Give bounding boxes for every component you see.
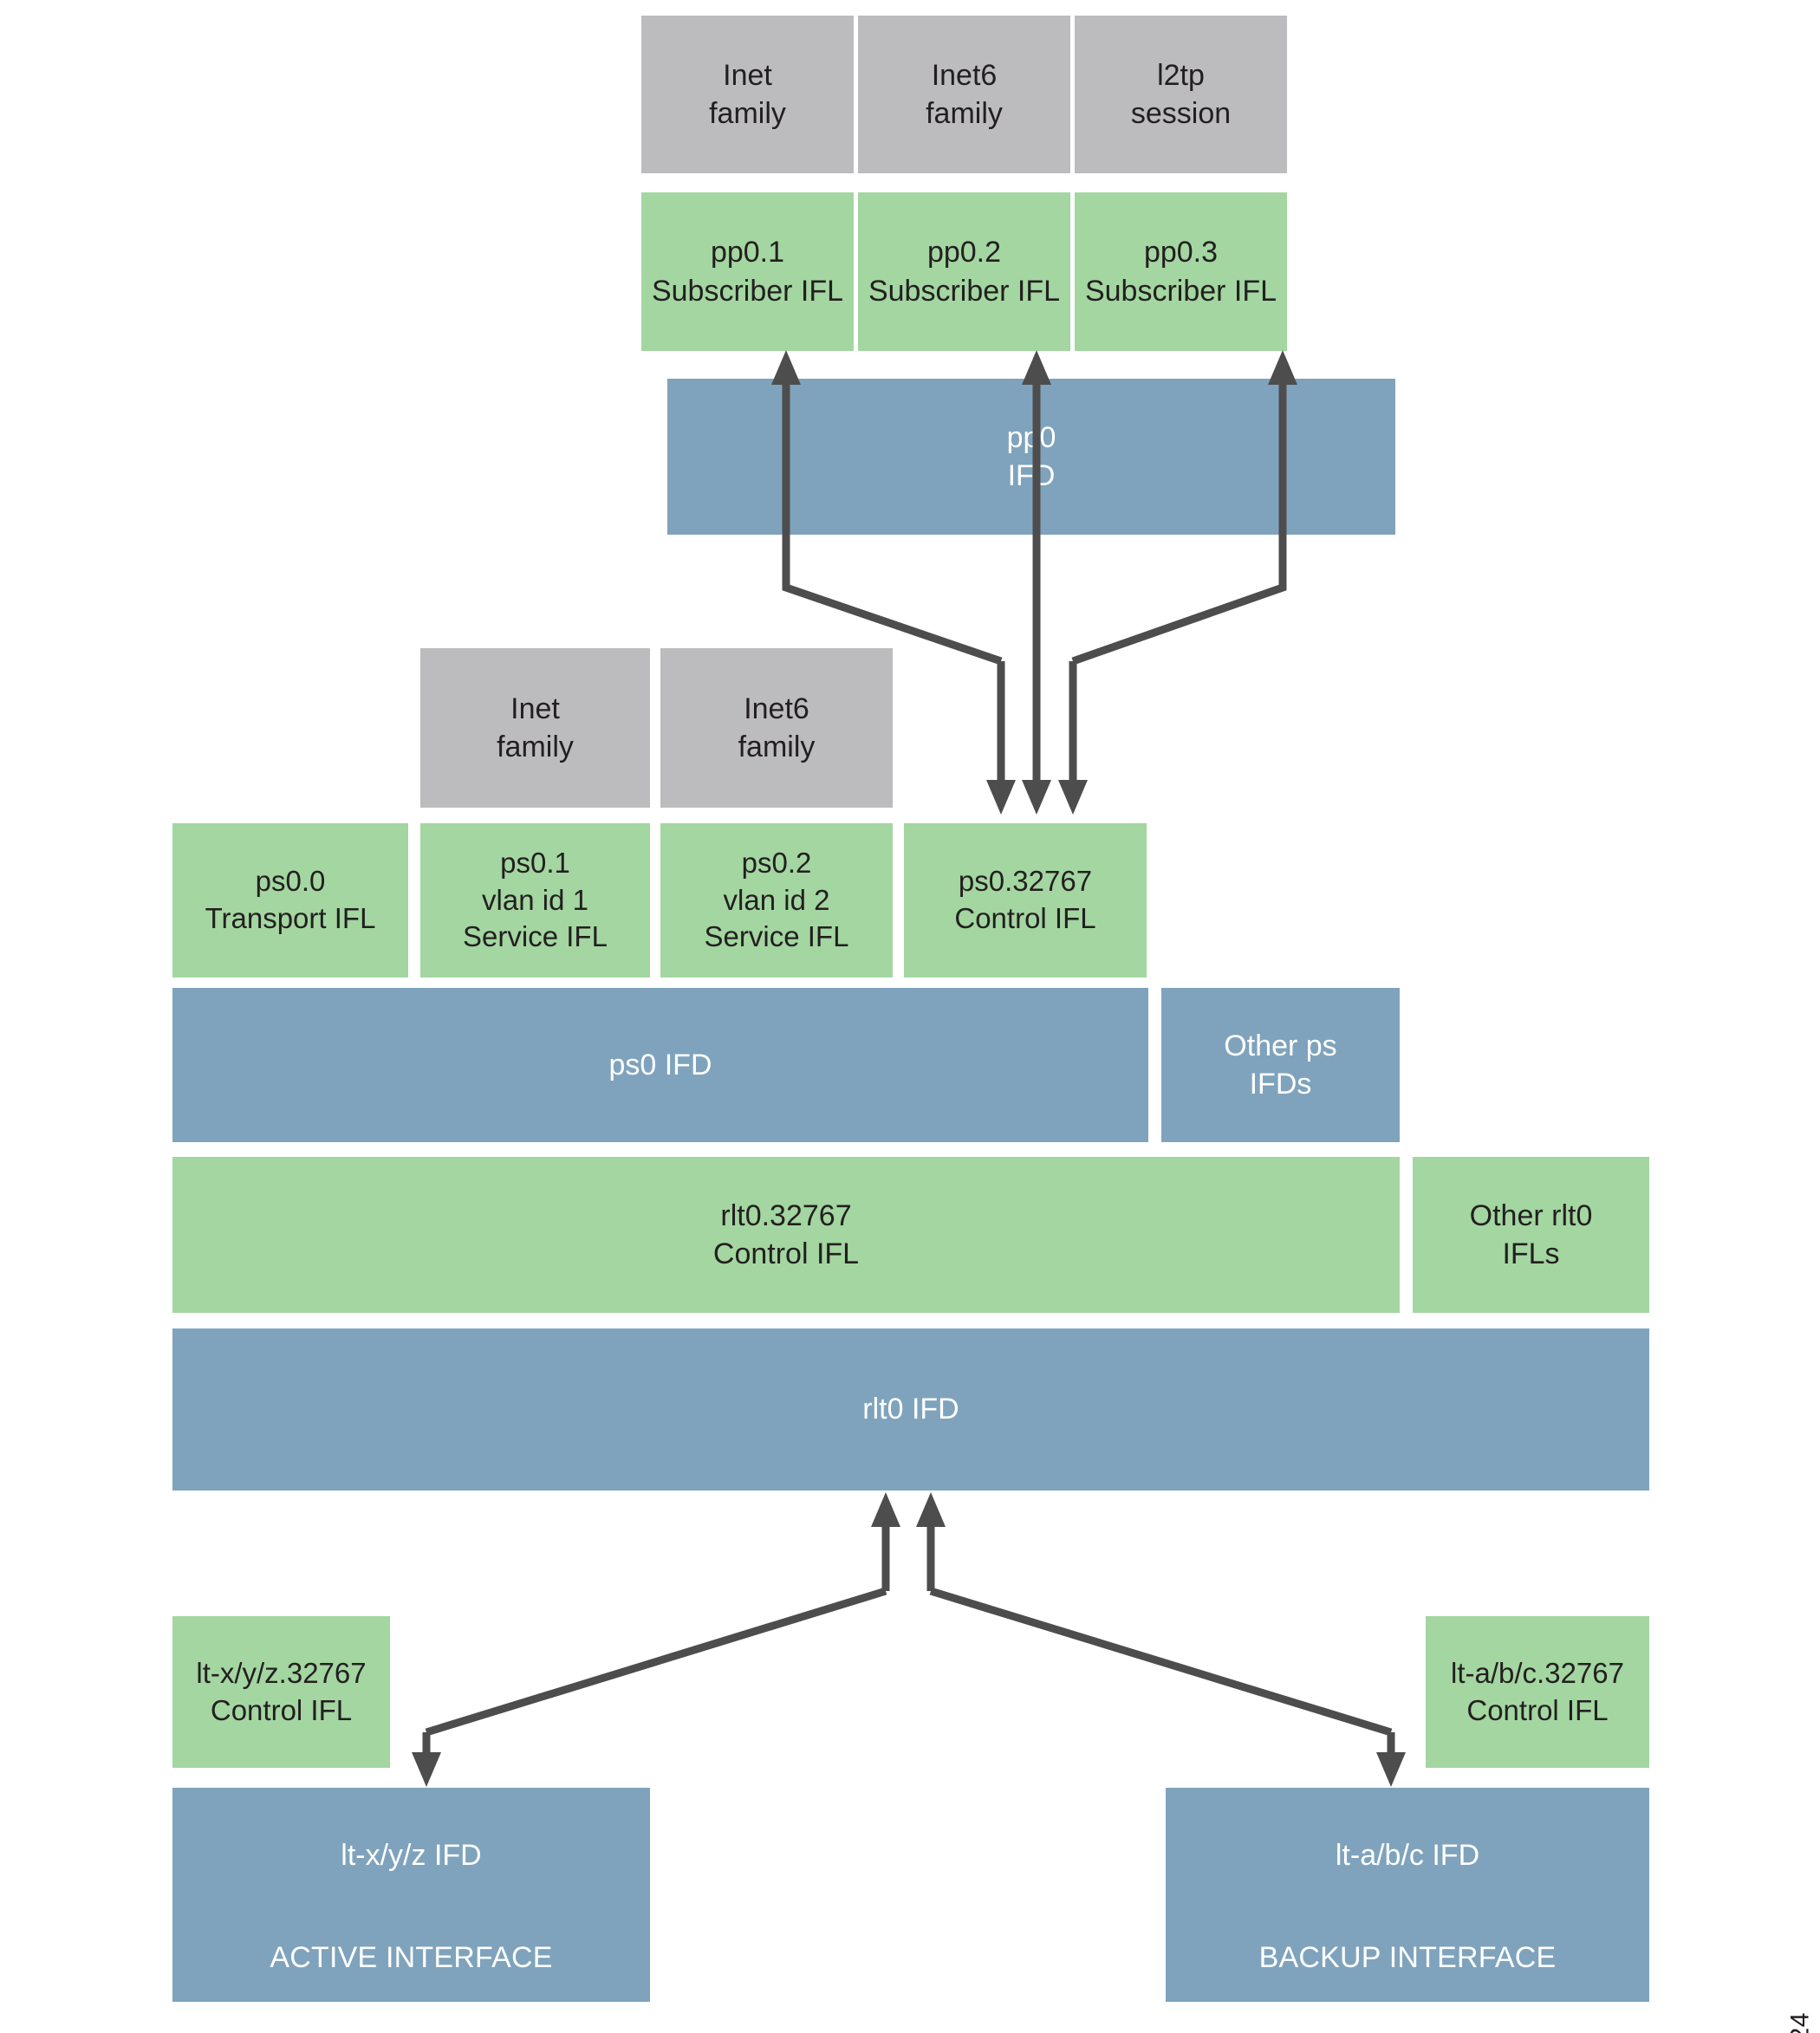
lt-backup-ifd-box: lt-a/b/c IFD BACKUP INTERFACE <box>1166 1788 1649 2002</box>
pp-family-box-inet6: Inet6 family <box>858 16 1070 173</box>
ps0-2-line3: Service IFL <box>704 920 849 953</box>
lt-active-ifd-title: lt-x/y/z IFD <box>341 1839 482 1872</box>
pp-subscriber-ifl-pp0-1: pp0.1 Subscriber IFL <box>641 192 854 351</box>
other-ps-ifds-box: Other ps IFDs <box>1161 988 1400 1142</box>
pp-family-l2tp-line1: l2tp <box>1157 58 1205 92</box>
other-rlt0-ifls-line2: IFLs <box>1502 1237 1560 1270</box>
pp-family-l2tp-line2: session <box>1130 97 1232 130</box>
pp-subscriber-ifl-pp0-2: pp0.2 Subscriber IFL <box>858 192 1070 351</box>
ps0-ifd-box: ps0 IFD <box>172 988 1148 1142</box>
pp-family-inet6-line1: Inet6 <box>931 58 998 92</box>
ps-ifl-ps0-32767: ps0.32767 Control IFL <box>904 823 1147 978</box>
ps0-0-line2: Transport IFL <box>205 902 376 934</box>
pp-subscriber-ifl-pp0-3: pp0.3 Subscriber IFL <box>1075 192 1287 351</box>
pp-family-box-inet: Inet family <box>641 16 854 173</box>
pp0-2-line1: pp0.2 <box>926 236 1002 270</box>
ps-family-inet-line1: Inet <box>510 692 560 725</box>
ps0-32767-line2: Control IFL <box>954 902 1096 934</box>
pp-family-inet-line1: Inet <box>723 58 772 92</box>
rlt0-control-ifl-box: rlt0.32767 Control IFL <box>172 1157 1400 1313</box>
ps0-32767-line1: ps0.32767 <box>958 865 1093 898</box>
ps0-2-line1: ps0.2 <box>741 846 812 879</box>
lt-backup-control-ifl-box: lt-a/b/c.32767 Control IFL <box>1426 1616 1649 1768</box>
lt-active-ifd-caption: ACTIVE INTERFACE <box>270 1941 553 1975</box>
ps-family-inet-line2: family <box>497 731 574 763</box>
ps-family-inet6-line1: Inet6 <box>744 692 809 725</box>
pp0-ifd-box: pp0 IFD <box>667 379 1395 535</box>
rlt0-ifd-label: rlt0 IFD <box>862 1393 959 1426</box>
ps0-0-line1: ps0.0 <box>255 865 326 898</box>
lt-active-ifd-box: lt-x/y/z IFD ACTIVE INTERFACE <box>172 1788 650 2002</box>
lt-backup-control-ifl-line2: Control IFL <box>1466 1693 1609 1726</box>
pp-family-box-l2tp: l2tp session <box>1075 16 1287 173</box>
lt-active-control-ifl-line1: lt-x/y/z.32767 <box>196 1656 367 1689</box>
pp0-1-line2: Subscriber IFL <box>651 274 844 308</box>
ps0-ifd-label: ps0 IFD <box>608 1048 712 1081</box>
lt-active-control-ifl-box: lt-x/y/z.32767 Control IFL <box>172 1616 390 1768</box>
pp0-2-line2: Subscriber IFL <box>868 274 1061 308</box>
pp0-3-line2: Subscriber IFL <box>1084 274 1277 308</box>
ps0-1-line1: ps0.1 <box>500 846 570 879</box>
lt-backup-control-ifl-line1: lt-a/b/c.32767 <box>1451 1656 1624 1689</box>
figure-id-label: g043624 <box>1785 2012 1815 2033</box>
pp-family-inet6-line2: family <box>926 97 1003 130</box>
ps-ifl-ps0-1: ps0.1 vlan id 1 Service IFL <box>420 823 650 978</box>
pp0-ifd-line1: pp0 <box>1006 420 1056 454</box>
ps-family-box-inet6: Inet6 family <box>660 648 893 808</box>
lt-backup-ifd-caption: BACKUP INTERFACE <box>1258 1941 1557 1975</box>
pp0-1-line1: pp0.1 <box>710 236 785 270</box>
wire-rlt0-to-lt-active <box>412 1492 900 1787</box>
wire-rlt0-to-lt-backup <box>916 1492 1406 1787</box>
other-rlt0-ifls-box: Other rlt0 IFLs <box>1413 1157 1649 1313</box>
lt-active-control-ifl-line2: Control IFL <box>210 1693 353 1726</box>
other-rlt0-ifls-line1: Other rlt0 <box>1469 1198 1593 1232</box>
ps-ifl-ps0-0: ps0.0 Transport IFL <box>172 823 408 978</box>
lt-backup-ifd-title: lt-a/b/c IFD <box>1335 1839 1480 1872</box>
ps-family-inet6-line2: family <box>738 731 816 763</box>
rlt0-control-ifl-line2: Control IFL <box>712 1237 860 1270</box>
ps0-2-line2: vlan id 2 <box>723 883 830 916</box>
ps0-1-line3: Service IFL <box>463 920 608 953</box>
rlt0-ifd-box: rlt0 IFD <box>172 1328 1649 1491</box>
other-ps-ifds-line2: IFDs <box>1249 1068 1312 1101</box>
rlt0-control-ifl-line1: rlt0.32767 <box>720 1198 852 1232</box>
ps-ifl-ps0-2: ps0.2 vlan id 2 Service IFL <box>660 823 893 978</box>
pp-family-inet-line2: family <box>709 97 786 130</box>
ps0-1-line2: vlan id 1 <box>482 883 588 916</box>
pp0-ifd-line2: IFD <box>1007 459 1056 492</box>
ps-family-box-inet: Inet family <box>420 648 650 808</box>
pp0-3-line1: pp0.3 <box>1143 236 1219 270</box>
other-ps-ifds-line1: Other ps <box>1224 1029 1337 1062</box>
